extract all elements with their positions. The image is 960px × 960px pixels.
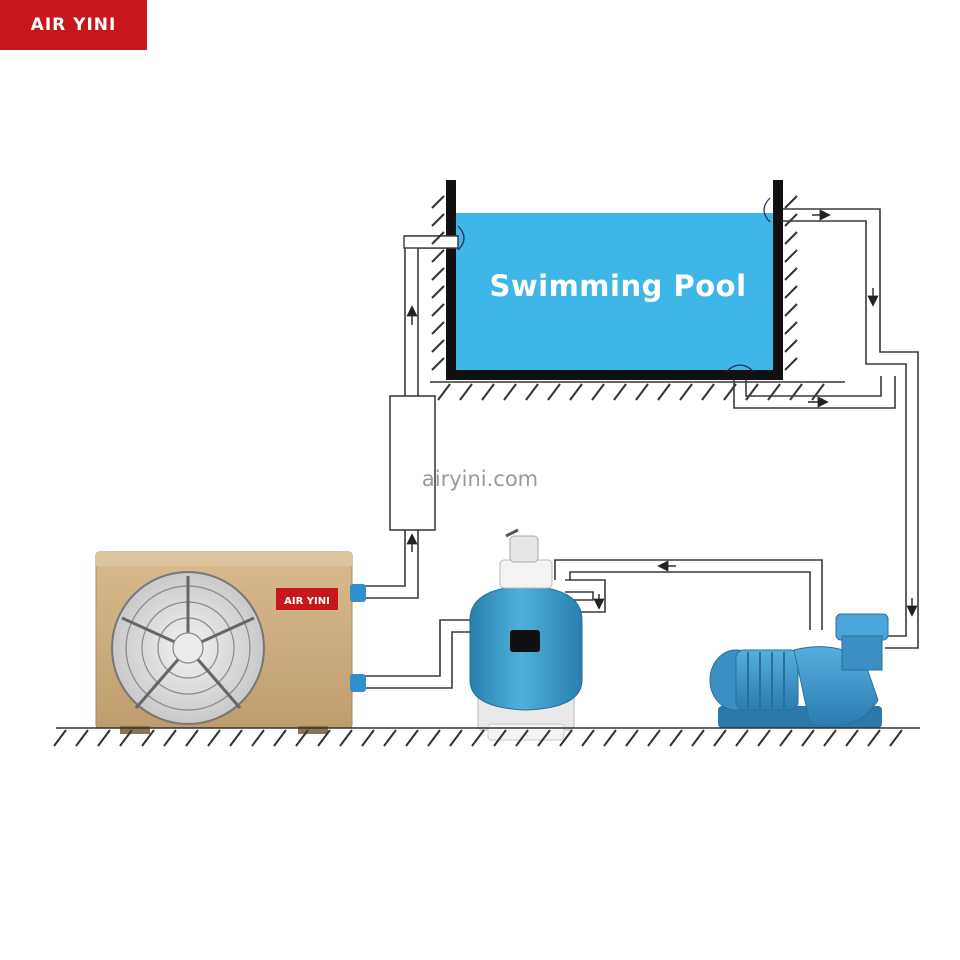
water-pump bbox=[709, 613, 889, 728]
heat-pump-inlet-port bbox=[350, 584, 366, 602]
pool-wall-hatching bbox=[431, 195, 798, 371]
pool-return-stub bbox=[403, 235, 459, 249]
filter-valve-handle bbox=[509, 535, 539, 563]
pool-drain bbox=[725, 364, 755, 373]
pool-label: Swimming Pool bbox=[489, 269, 746, 303]
pool-water bbox=[455, 213, 775, 373]
heat-pump-unit: AIR YINI bbox=[95, 551, 366, 734]
swimming-pool: Swimming Pool bbox=[430, 180, 845, 383]
heat-pump-outlet-port bbox=[350, 674, 366, 692]
pool-wall-left bbox=[446, 180, 456, 380]
sand-filter bbox=[469, 528, 583, 741]
heat-pump-badge bbox=[276, 588, 338, 610]
pool-floor bbox=[446, 370, 783, 380]
heat-pump-badge-text: AIR YINI bbox=[284, 596, 330, 607]
inline-heater-box bbox=[389, 395, 436, 531]
pool-inlet-left bbox=[457, 225, 465, 251]
filter-gauge-window bbox=[510, 630, 540, 652]
brand-logo-text: AIR YINI bbox=[30, 15, 117, 35]
ground-hatching bbox=[53, 729, 903, 747]
flow-arrows bbox=[406, 209, 918, 617]
pool-outlet-right bbox=[763, 197, 771, 223]
brand-logo-badge: AIR YINI bbox=[0, 0, 147, 50]
pool-wall-right bbox=[773, 180, 783, 380]
pool-ground-hatching bbox=[437, 383, 825, 401]
watermark-text: airyini.com bbox=[422, 467, 538, 491]
